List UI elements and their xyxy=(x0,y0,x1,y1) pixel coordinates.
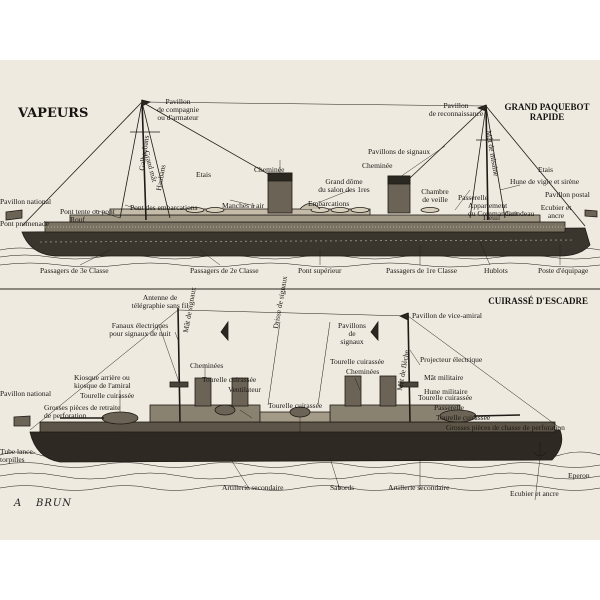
label-pont-promenade: Pont promenade xyxy=(0,219,49,228)
plate-subtitle-paquebot: GRAND PAQUEBOT RAPIDE xyxy=(504,102,590,122)
label-embarcations: Embarcations xyxy=(308,199,350,208)
label-pavillons-signaux-top: Pavillons de signaux xyxy=(368,147,431,156)
label-pavillon-compagnie: Pavillon de compagnie ou d'armateur xyxy=(157,97,199,122)
label-grosses-pieces-chasse: Grosses pièces de chasse de perforation xyxy=(446,423,565,432)
paquebot-drawing xyxy=(0,99,600,268)
label-pont-superieur: Pont supérieur xyxy=(298,266,342,275)
label-pavillon-national-bottom: Pavillon national xyxy=(0,389,52,398)
plate-subtitle-cuirasse: CUIRASSÉ D'ESCADRE xyxy=(488,296,588,306)
engraving-plate: VAPEURS GRAND PAQUEBOT RAPIDE CUIRASSÉ D… xyxy=(0,60,600,540)
label-tourelle-3: Tourelle cuirassée xyxy=(268,401,323,410)
label-tourelle-6: Tourelle cuirassée xyxy=(436,413,491,422)
label-cheminees-left: Cheminées xyxy=(190,361,224,370)
label-passagers-2: Passagers de 2e Classe xyxy=(190,266,259,275)
label-hune-militaire: Hune militaire xyxy=(424,387,468,396)
label-tourelle-4: Tourelle cuirassée xyxy=(330,357,385,366)
label-manches-air: Manches à air xyxy=(222,201,265,210)
signature-name: BRUN xyxy=(36,498,73,509)
label-tourelle-1: Tourelle cuirassée xyxy=(80,391,135,400)
label-guindeau: Guindeau xyxy=(505,209,535,218)
label-artillerie-secondaire-2: Artillerie secondaire xyxy=(388,483,450,492)
label-grosses-pieces-retraite: Grosses pièces de retraite de perforatio… xyxy=(44,403,121,420)
label-treuil: Treuil xyxy=(482,213,501,222)
label-etais-right: Etais xyxy=(538,165,553,174)
label-antenne: Antenne de télégraphie sans fil xyxy=(131,293,189,310)
label-ecubier-ancre-bottom: Ecubier et ancre xyxy=(510,489,559,498)
label-passagers-3: Passagers de 3e Classe xyxy=(40,266,109,275)
label-appartement: Appartement du Commandant xyxy=(468,201,518,218)
cuirasse-drawing xyxy=(0,307,600,491)
label-poste-equipage: Poste d'équipage xyxy=(538,266,589,275)
label-pont-embarcations: Pont des embarcations xyxy=(130,203,198,212)
label-cheminee-2: Cheminée xyxy=(362,161,393,170)
label-pavillon-postal: Pavillon postal xyxy=(545,190,590,199)
label-hublots: Hublots xyxy=(484,266,508,275)
label-passerelle-bottom: Passerelle xyxy=(434,403,464,412)
label-tube-lance-torpilles: Tube lance- torpilles xyxy=(0,447,36,464)
label-cheminee: Cheminée xyxy=(254,165,285,174)
plate-title-vapeurs: VAPEURS xyxy=(18,106,89,121)
cuirasse-leaders xyxy=(119,327,541,501)
label-pavillon-reconnaissance: Pavillon de reconnaissance xyxy=(428,101,484,118)
ships-illustration xyxy=(0,99,600,501)
label-mat-militaire: Mât militaire xyxy=(424,373,464,382)
label-eperon: Eperon xyxy=(568,471,590,480)
label-cheminees-right: Cheminées xyxy=(346,367,380,376)
label-tourelle-5: Tourelle cuirassée xyxy=(418,393,473,402)
label-sabords: Sabords xyxy=(330,483,355,492)
label-pont-tente: Pont tente ou pont xyxy=(60,207,115,216)
signature-initial: A xyxy=(14,498,23,509)
label-projecteur: Projecteur électrique xyxy=(420,355,483,364)
label-pavillon-national-top: Pavillon national xyxy=(0,197,52,206)
label-rouf: Rouf xyxy=(70,215,85,224)
label-passagers-1: Passagers de 1re Classe xyxy=(386,266,458,275)
label-ventilateur: Ventilateur xyxy=(228,385,261,394)
label-ecubier-ancre-top: Ecubier et ancre xyxy=(540,203,572,220)
label-chambre-veille: Chambre de veille xyxy=(421,187,449,204)
label-artillerie-secondaire-1: Artillerie secondaire xyxy=(222,483,284,492)
label-tourelle-2: Tourelle cuirassée xyxy=(202,375,257,384)
paquebot-leaders xyxy=(79,145,561,266)
label-pavillons-signaux-bottom: Pavillons de signaux xyxy=(338,321,366,346)
label-grand-dome: Grand dôme du salon des 1res xyxy=(318,177,370,194)
label-passerelle-top: Passerelle xyxy=(458,193,488,202)
label-kiosque: Kiosque arrière ou kiosque de l'amiral xyxy=(74,373,131,390)
label-fanaux: Fanaux électriques pour signaux de nuit xyxy=(109,321,171,338)
label-etais-left: Etais xyxy=(196,170,211,179)
label-pavillon-vice-amiral: Pavillon de vice-amiral xyxy=(412,311,482,320)
label-hune-vigie: Hune de vigie et sirène xyxy=(510,177,580,186)
